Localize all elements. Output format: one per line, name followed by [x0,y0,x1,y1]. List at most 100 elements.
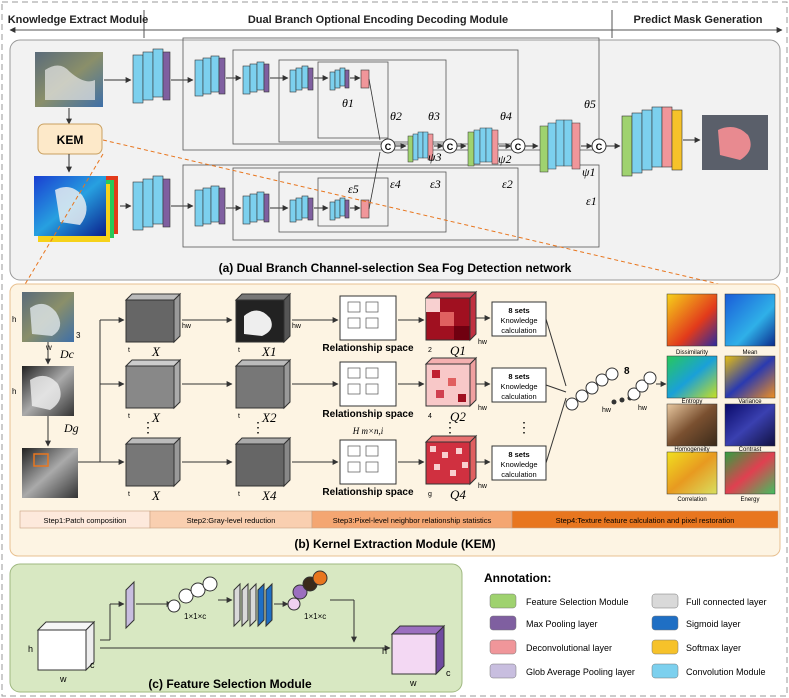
chain-hw-2: hw [638,405,648,412]
psi-3: ψ3 [428,150,441,164]
relationship-box-3 [339,439,397,485]
epsilon-3: ε3 [430,177,441,191]
d-color: Dc [59,347,75,361]
svg-text:C: C [447,142,454,152]
texture-label-contrast: Contrast [739,447,762,453]
encoder-bottom-block-3 [242,191,270,225]
relationship-box-2 [339,361,397,407]
epsilon-4: ε4 [390,177,401,191]
encoder-bottom-block-2 [194,185,226,227]
fsm-out-dim-c: c [446,668,451,678]
texture-entropy [666,355,718,399]
fsm-fc-nodes-2 [287,570,328,611]
encoder-top-block-2 [194,55,226,97]
dim-t-2: t [128,413,130,420]
svg-text:8 sets: 8 sets [508,306,529,315]
annotation-legend: Annotation: Feature Selection Module Ful… [474,571,780,692]
epsilon-2: ε2 [502,177,513,191]
annotation-title: Annotation: [484,571,551,585]
q-cube-3 [424,434,478,486]
patch-source-image [22,448,78,498]
ellipsis-q: ⋮ [443,419,457,435]
legend-item-glob-avg-pooling: Glob Average Pooling layer [489,663,635,679]
ellipsis-knowledge: ⋮ [517,419,531,435]
legend-item-deconvolutional: Deconvolutional layer [489,639,612,655]
encoder-bottom-block-4 [289,195,314,223]
x4-label: X4 [261,488,277,503]
q-hw-1: hw [478,339,488,346]
fsm-input-cube [36,620,96,672]
skip-frame-bottom-1 [182,164,600,248]
theta-1: θ5 [584,97,596,111]
decoder-block-1 [539,119,581,173]
encoder-top-block-4 [289,65,314,93]
concat-node-3: C [442,138,458,154]
svg-text:8 sets: 8 sets [508,450,529,459]
fsm-dim-w: w [59,674,67,684]
encoder-bottom-block-5 [329,197,350,221]
header-knowledge-extract: Knowledge Extract Module [8,14,149,26]
fsm-out-dim-w: w [409,678,417,688]
theta-3: θ3 [428,109,440,123]
deconv-top-5 [360,69,370,89]
step-3-label: Step3:Pixel-level neighbor relationship … [333,516,492,525]
panel-c-caption: (c) Feature Selection Module [148,677,312,691]
texture-mean [724,293,776,347]
q-hw-3: hw [478,483,488,490]
svg-text:Deconvolutional layer: Deconvolutional layer [526,643,612,653]
fsm-fc-nodes-1 [167,576,218,613]
kem-box [37,123,103,155]
dim-hw-1: hw [182,323,192,330]
svg-text:Glob Average Pooling layer: Glob Average Pooling layer [526,667,635,677]
texture-label-entropy: Entropy [682,399,703,405]
panel-c: h w c 1×1×c 1×1×c [9,563,463,693]
encoder-top-block-3 [242,61,270,95]
fsm-size-1: 1×1×c [184,612,206,621]
deconv-bottom-5 [360,199,370,219]
ellipsis-x: ⋮ [141,419,155,435]
q1-label: Q1 [450,343,466,358]
texture-label-homogeneity: Homogeneity [674,447,709,453]
legend-item-max-pooling: Max Pooling layer [489,615,598,631]
x-cube-row-3 [124,436,182,488]
x-label-1: X [151,344,161,359]
header-dual-branch: Dual Branch Optional Encoding Decoding M… [248,14,508,26]
fsm-output-cube [390,624,446,676]
chain-hw-1: hw [602,407,612,414]
texture-homogeneity [666,403,718,447]
svg-text:Knowledge: Knowledge [500,460,537,469]
encoder-top-block-5 [329,67,350,91]
panel-a-caption: (a) Dual Branch Channel-selection Sea Fo… [219,261,572,275]
q-hw-2: hw [478,405,488,412]
panel-b: h 3 w Dc h Dg [9,283,781,557]
x-cube-row-2 [124,358,182,410]
texture-label-variance: Variance [738,399,762,405]
knowledge-box-1: 8 sets Knowledge calculation [491,301,547,337]
knowledge-box-2: 8 sets Knowledge calculation [491,367,547,403]
concat-node-2: C [510,138,526,154]
fsm-fc-stack [233,582,273,628]
q-dim-g: g [428,491,432,498]
fsm-out-dim-h: h [382,646,387,656]
fsm-size-2: 1×1×c [304,612,326,621]
psi-2: ψ2 [498,152,511,166]
texture-dissimilarity [666,293,718,347]
kem-label: KEM [57,133,84,147]
legend-item-feature-selection: Feature Selection Module [489,593,629,609]
q-dim-2: 2 [428,347,432,354]
skip-frame-top-3 [278,59,447,143]
dim-t-3: t [128,491,130,498]
q-cube-2 [424,356,478,408]
dim-t-1: t [128,347,130,354]
dim-hw-2: hw [292,323,302,330]
skip-frame-bottom-3 [278,171,447,233]
encoder-bottom-block-1 [132,175,171,231]
chain-eight: 8 [624,366,630,377]
svg-text:Knowledge: Knowledge [500,382,537,391]
legend-item-softmax: Softmax layer [651,639,741,655]
d-gray: Dg [63,421,79,435]
dim-h-1: h [12,315,16,324]
x-label-2: X [151,410,161,425]
